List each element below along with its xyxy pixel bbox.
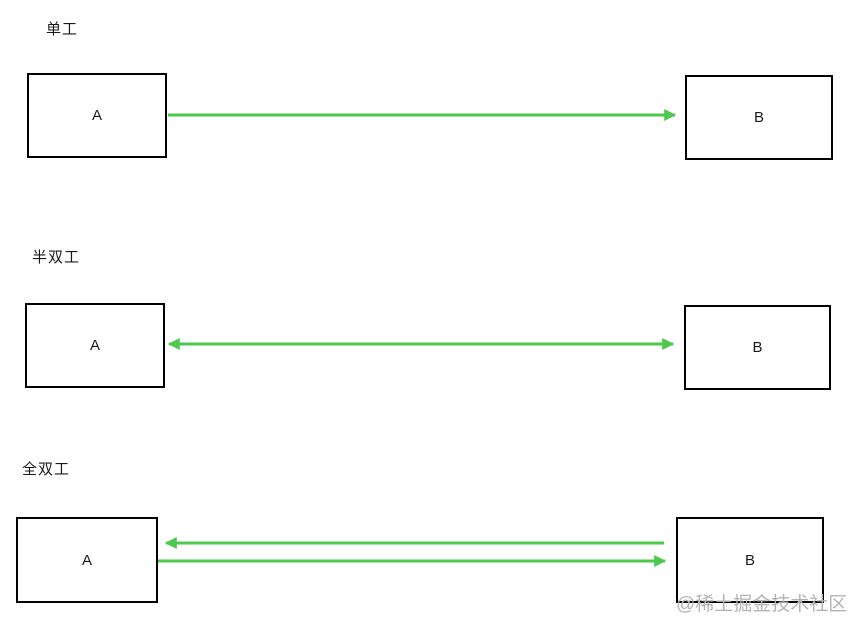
section-label-full-duplex: 全双工 (22, 461, 71, 478)
watermark: @稀土掘金技术社区 (676, 594, 848, 615)
node-a-simplex: A (27, 73, 167, 158)
node-a-full-duplex-label: A (81, 551, 92, 569)
node-b-half-duplex: B (684, 305, 831, 390)
node-b-full-duplex-label: B (744, 551, 755, 569)
node-a-simplex-label: A (91, 107, 102, 124)
node-b-full-duplex: B (676, 517, 824, 603)
section-label-simplex: 单工 (46, 21, 79, 38)
node-a-half-duplex-label: A (89, 337, 100, 354)
node-b-simplex-label: B (753, 109, 764, 126)
node-b-half-duplex-label: B (752, 339, 763, 356)
section-label-half-duplex: 半双工 (32, 249, 81, 266)
node-a-half-duplex: A (25, 303, 165, 388)
node-a-full-duplex: A (16, 517, 158, 603)
node-b-simplex: B (685, 75, 833, 160)
